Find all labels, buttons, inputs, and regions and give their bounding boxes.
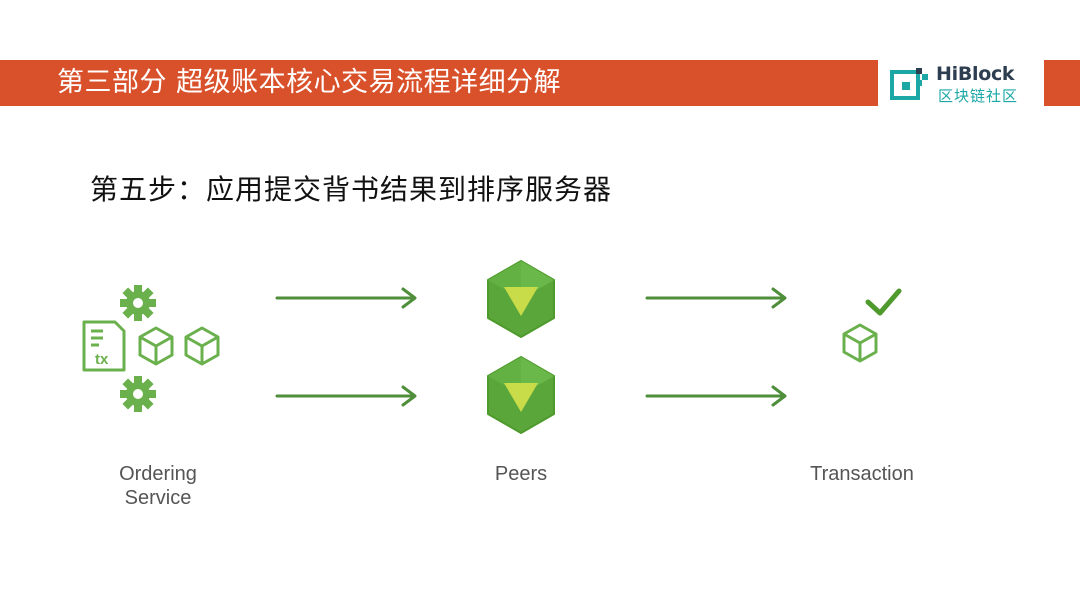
- hiblock-logo-mark-icon: [890, 68, 928, 100]
- cube-icon: [184, 326, 220, 366]
- arrow-icon: [275, 385, 417, 407]
- ordering-label-line2: Service: [124, 487, 192, 509]
- peer-icon: [487, 260, 555, 338]
- step-title: 第五步：应用提交背书结果到排序服务器: [90, 173, 613, 206]
- arrow-icon: [645, 385, 787, 407]
- transaction-label: Transaction: [810, 463, 914, 485]
- arrow-icon: [645, 287, 787, 309]
- cube-icon: [138, 326, 174, 366]
- gear-icon: [120, 376, 156, 412]
- peer-icon: [487, 356, 555, 434]
- logo-subtitle: 区块链社区: [938, 87, 1019, 105]
- arrow-icon: [275, 287, 417, 309]
- ordering-service-icon: tx: [82, 285, 220, 412]
- gear-icon: [120, 285, 156, 321]
- document-icon: tx: [82, 320, 126, 372]
- page-title: 第三部分 超级账本核心交易流程详细分解: [57, 67, 562, 98]
- logo-name: HiBlock: [936, 63, 1015, 85]
- checkmark-icon: [865, 288, 902, 316]
- ordering-service-label: Ordering Service: [88, 462, 228, 510]
- cube-icon: [842, 323, 878, 363]
- doc-icon-text: tx: [95, 351, 109, 368]
- header-banner: 第三部分 超级账本核心交易流程详细分解 HiBlock 区块链社区: [0, 60, 1080, 106]
- peers-label: Peers: [494, 463, 548, 485]
- transaction-icon: [842, 288, 902, 363]
- ordering-label-line1: Ordering: [119, 463, 197, 485]
- hiblock-logo: HiBlock 区块链社区: [878, 60, 1044, 106]
